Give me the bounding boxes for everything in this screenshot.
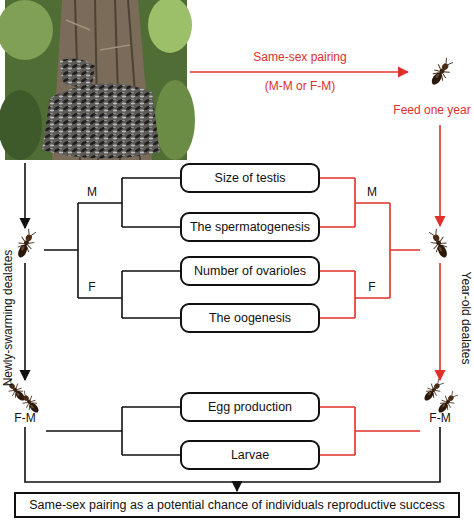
process-box: The oogenesis	[180, 303, 320, 333]
annotation-label: Feed one year	[393, 104, 470, 117]
annotation-label: F-M	[14, 412, 35, 425]
annotation-label: M	[87, 186, 97, 199]
annotation-label: Same-sex pairing	[253, 51, 346, 64]
box-text: Larvae	[231, 448, 269, 462]
process-box: Size of testis	[180, 163, 320, 193]
box-text: The oogenesis	[209, 311, 291, 325]
box-text: The spermatogenesis	[190, 220, 310, 234]
vertical-label: Newly-swarming dealates	[2, 250, 15, 387]
vertical-label: Year-old dealates	[458, 272, 471, 365]
process-box: Larvae	[180, 440, 320, 470]
process-box: Number of ovarioles	[180, 256, 320, 286]
process-box: Egg production	[180, 392, 320, 422]
flow-arrows	[25, 72, 440, 380]
annotation-label: (M-M or F-M)	[265, 80, 336, 93]
box-text: Number of ovarioles	[194, 264, 306, 278]
annotation-label: F	[368, 281, 375, 294]
termite-icons	[3, 56, 460, 416]
annotation-label: F-M	[429, 412, 450, 425]
box-text: Size of testis	[215, 171, 286, 185]
termite-swarm-photo	[0, 0, 195, 160]
bracket-lines	[25, 178, 440, 491]
box-text: Same-sex pairing as a potential chance o…	[29, 498, 445, 512]
box-text: Egg production	[208, 400, 292, 414]
annotation-label: F	[88, 281, 95, 294]
conclusion-box: Same-sex pairing as a potential chance o…	[14, 492, 460, 518]
annotation-label: M	[367, 186, 377, 199]
process-box: The spermatogenesis	[180, 212, 320, 242]
